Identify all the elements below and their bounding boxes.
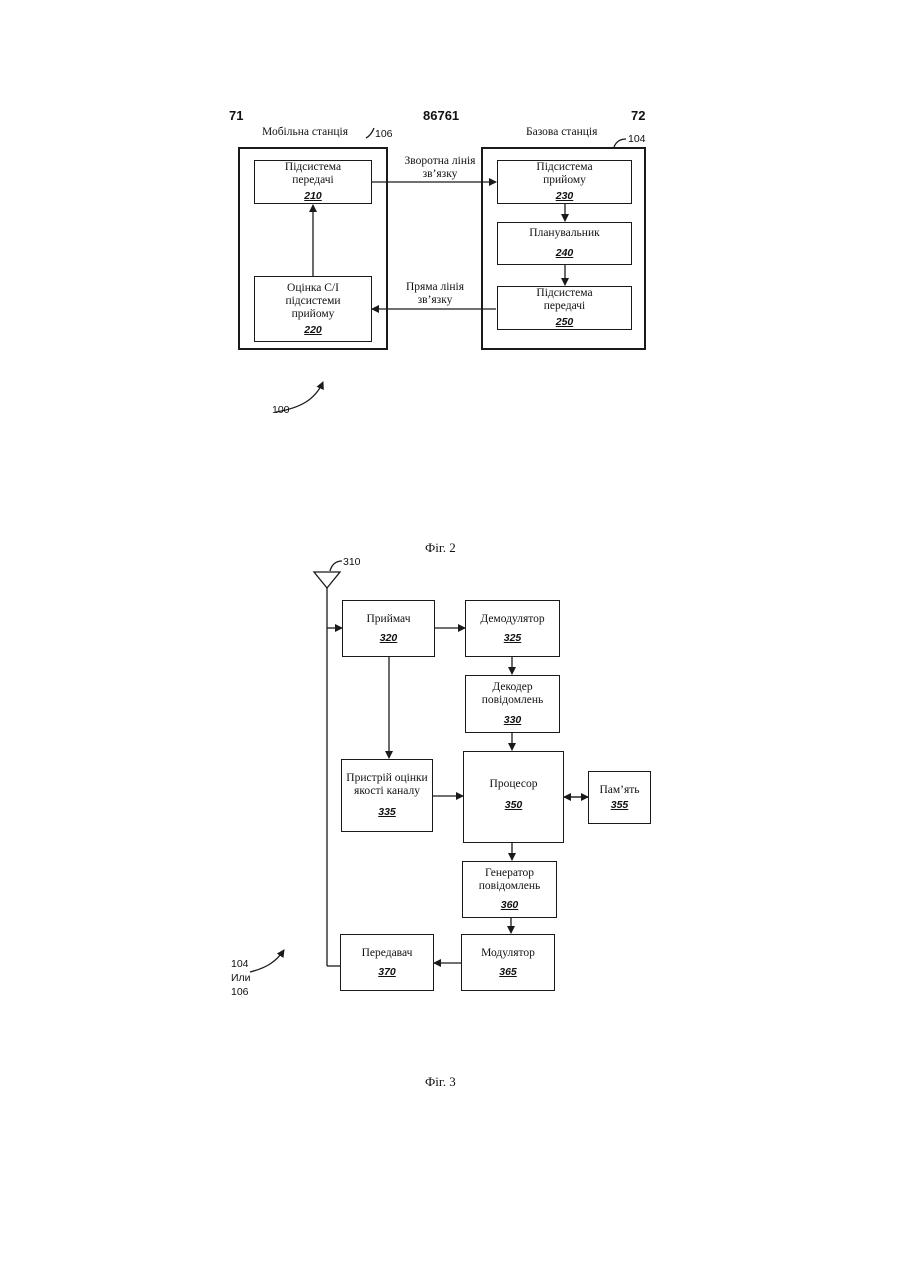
bs-tx-subsystem-250: Підсистема передачі 250 [497, 286, 632, 330]
ref-104-fig3-leader [250, 950, 284, 972]
receiver-320: Приймач 320 [342, 600, 435, 657]
channel-estimator-label-2: якості каналу [354, 785, 420, 798]
bs-tx-subsystem-label-1: Підсистема [536, 287, 592, 300]
forward-link-label: Пряма лінія зв’язку [385, 281, 485, 307]
reverse-link-label-2: зв’язку [390, 168, 490, 181]
message-generator-number: 360 [501, 899, 519, 912]
reverse-link-label: Зворотна лінія зв’язку [390, 155, 490, 181]
memory-number: 355 [611, 799, 629, 812]
figure-3-caption: Фіг. 3 [425, 1074, 456, 1090]
processor-label: Процесор [490, 778, 538, 791]
rx-subsystem-label-1: Підсистема [536, 161, 592, 174]
ci-estimator-label-2: підсистеми [285, 295, 340, 308]
memory-label: Пам’ять [599, 784, 639, 797]
message-decoder-label-1: Декодер [492, 681, 532, 694]
receiver-number: 320 [380, 632, 398, 645]
bs-tx-subsystem-label-2: передачі [544, 300, 585, 313]
ci-estimator-label-1: Оцінка С/І [287, 282, 339, 295]
ref-or: Или [231, 972, 251, 984]
scheduler-240: Планувальник 240 [497, 222, 632, 265]
demodulator-325: Демодулятор 325 [465, 600, 560, 657]
ci-estimator-number: 220 [304, 324, 322, 337]
channel-quality-estimator-335: Пристрій оцінки якості каналу 335 [341, 759, 433, 832]
message-decoder-label-2: повідомлень [482, 694, 543, 707]
tx-subsystem-label-2: передачі [292, 174, 333, 187]
mobile-station-ref: 106 [375, 128, 393, 140]
reverse-link-label-1: Зворотна лінія [390, 155, 490, 168]
base-station-ref: 104 [628, 133, 646, 145]
receiver-label: Приймач [367, 613, 411, 626]
ref-104-leader [614, 139, 626, 147]
transmitter-number: 370 [378, 966, 396, 979]
base-station-title: Базова станція [526, 126, 597, 139]
tx-subsystem-number: 210 [304, 190, 322, 203]
antenna-ref-310: 310 [343, 556, 361, 568]
mobile-station-title: Мобільна станція [262, 126, 348, 139]
forward-link-label-2: зв’язку [385, 294, 485, 307]
scheduler-label: Планувальник [529, 227, 599, 240]
processor-350: Процесор 350 [463, 751, 564, 843]
ref-106-fig3: 106 [231, 986, 249, 998]
message-generator-label-1: Генератор [485, 867, 534, 880]
modulator-label: Модулятор [481, 947, 535, 960]
demodulator-number: 325 [504, 632, 522, 645]
ci-estimator-label-3: прийому [292, 308, 335, 321]
memory-355: Пам’ять 355 [588, 771, 651, 824]
message-decoder-number: 330 [504, 714, 522, 727]
modulator-number: 365 [499, 966, 517, 979]
ref-310-leader [330, 561, 342, 571]
channel-estimator-label-1: Пристрій оцінки [346, 772, 427, 785]
antenna-symbol [314, 572, 340, 588]
demodulator-label: Демодулятор [480, 613, 544, 626]
ref-100: 100 [272, 404, 290, 416]
rx-subsystem-label-2: прийому [543, 174, 586, 187]
channel-estimator-number: 335 [378, 806, 396, 819]
message-generator-label-2: повідомлень [479, 880, 540, 893]
rx-subsystem-230: Підсистема прийому 230 [497, 160, 632, 204]
message-decoder-330: Декодер повідомлень 330 [465, 675, 560, 733]
transmitter-370: Передавач 370 [340, 934, 434, 991]
figure-2-caption: Фіг. 2 [425, 540, 456, 556]
scheduler-number: 240 [556, 247, 574, 260]
forward-link-label-1: Пряма лінія [385, 281, 485, 294]
transmitter-label: Передавач [362, 947, 413, 960]
rx-subsystem-number: 230 [556, 190, 574, 203]
tx-subsystem-210: Підсистема передачі 210 [254, 160, 372, 204]
ref-104-fig3: 104 [231, 958, 249, 970]
modulator-365: Модулятор 365 [461, 934, 555, 991]
ref-106-leader [366, 128, 374, 138]
processor-number: 350 [505, 799, 523, 812]
bs-tx-subsystem-number: 250 [556, 316, 574, 329]
ci-estimator-220: Оцінка С/І підсистеми прийому 220 [254, 276, 372, 342]
tx-subsystem-label-1: Підсистема [285, 161, 341, 174]
message-generator-360: Генератор повідомлень 360 [462, 861, 557, 918]
